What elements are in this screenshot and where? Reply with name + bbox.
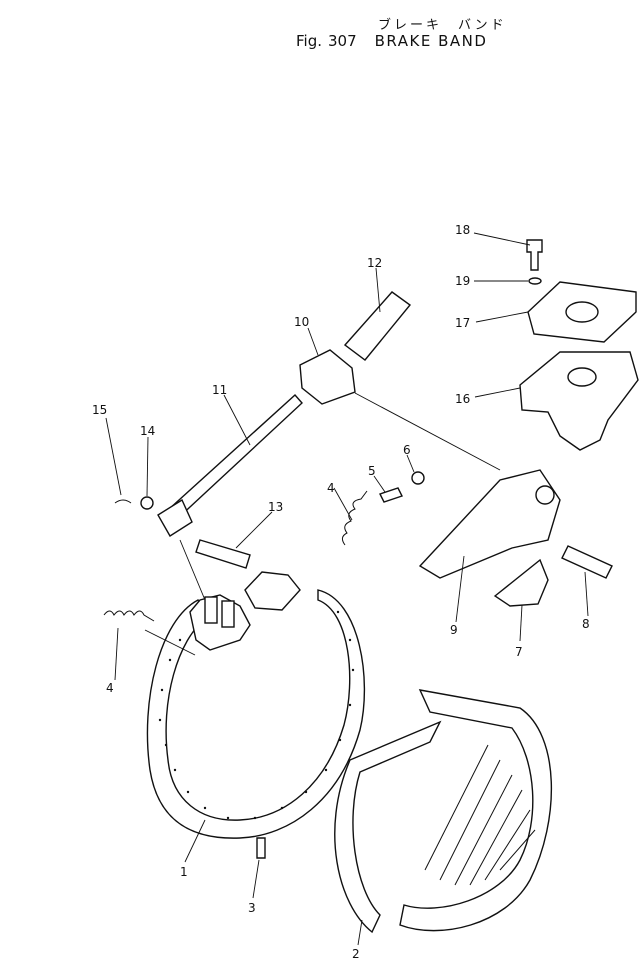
- assembly-lines: [144, 392, 501, 656]
- callout-2: 2: [352, 947, 360, 961]
- part-pin-13: [195, 539, 251, 569]
- part-cam-7: [493, 558, 549, 607]
- callout-7: 7: [515, 645, 523, 659]
- fig-label: Fig.: [296, 32, 322, 50]
- callout-4-right: 4: [327, 481, 335, 495]
- callout-19: 19: [455, 274, 470, 288]
- fig-title: BRAKE BAND: [374, 32, 488, 50]
- part-spring-right: [341, 490, 368, 546]
- part-lever-9: [418, 469, 561, 579]
- part-screw-3: [256, 837, 266, 859]
- part-pin-8: [561, 545, 613, 579]
- callout-10: 10: [294, 315, 309, 329]
- part-brake-lining: [334, 689, 553, 934]
- leader-lines: [105, 232, 589, 946]
- callout-18: 18: [455, 223, 470, 237]
- callout-1: 1: [180, 865, 188, 879]
- part-band-brackets: [189, 571, 301, 651]
- part-washer-19: [528, 277, 542, 285]
- fig-number: 307: [328, 32, 357, 50]
- callout-9: 9: [450, 623, 458, 637]
- callout-12: 12: [367, 256, 382, 270]
- part-block-10: [299, 349, 356, 405]
- part-spring-left: [103, 610, 155, 622]
- part-lever-9-hole: [535, 485, 555, 505]
- callout-8: 8: [582, 617, 590, 631]
- part-sleeve-12: [343, 291, 412, 361]
- japanese-title: ブレーキ バンド: [378, 18, 507, 33]
- part-washer-14: [140, 496, 154, 510]
- callout-13: 13: [268, 500, 283, 514]
- part-housing-16: [519, 351, 639, 451]
- part-screw-5: [379, 487, 403, 503]
- callout-14: 14: [140, 424, 155, 438]
- callout-4-left: 4: [106, 681, 114, 695]
- callout-labels: 1 2 3 4 4 5 6 7 8 9 10 11 12 13 14 15 16…: [92, 223, 590, 961]
- callout-17: 17: [455, 316, 470, 330]
- callout-3: 3: [248, 901, 256, 915]
- part-bolt-18: [526, 239, 543, 271]
- part-nut-6: [411, 471, 425, 485]
- callout-6: 6: [403, 443, 411, 457]
- part-brake-band: [146, 589, 366, 839]
- part-housing-16-boss: [567, 367, 597, 387]
- callout-15: 15: [92, 403, 107, 417]
- callout-11: 11: [212, 383, 227, 397]
- figure-caption: Fig. 307 BRAKE BAND: [296, 32, 487, 50]
- callout-16: 16: [455, 392, 470, 406]
- callout-5: 5: [368, 464, 376, 478]
- part-cotter-15: [114, 499, 132, 504]
- part-rod-11-eye: [157, 498, 193, 537]
- part-gasket-17-hole: [565, 301, 599, 323]
